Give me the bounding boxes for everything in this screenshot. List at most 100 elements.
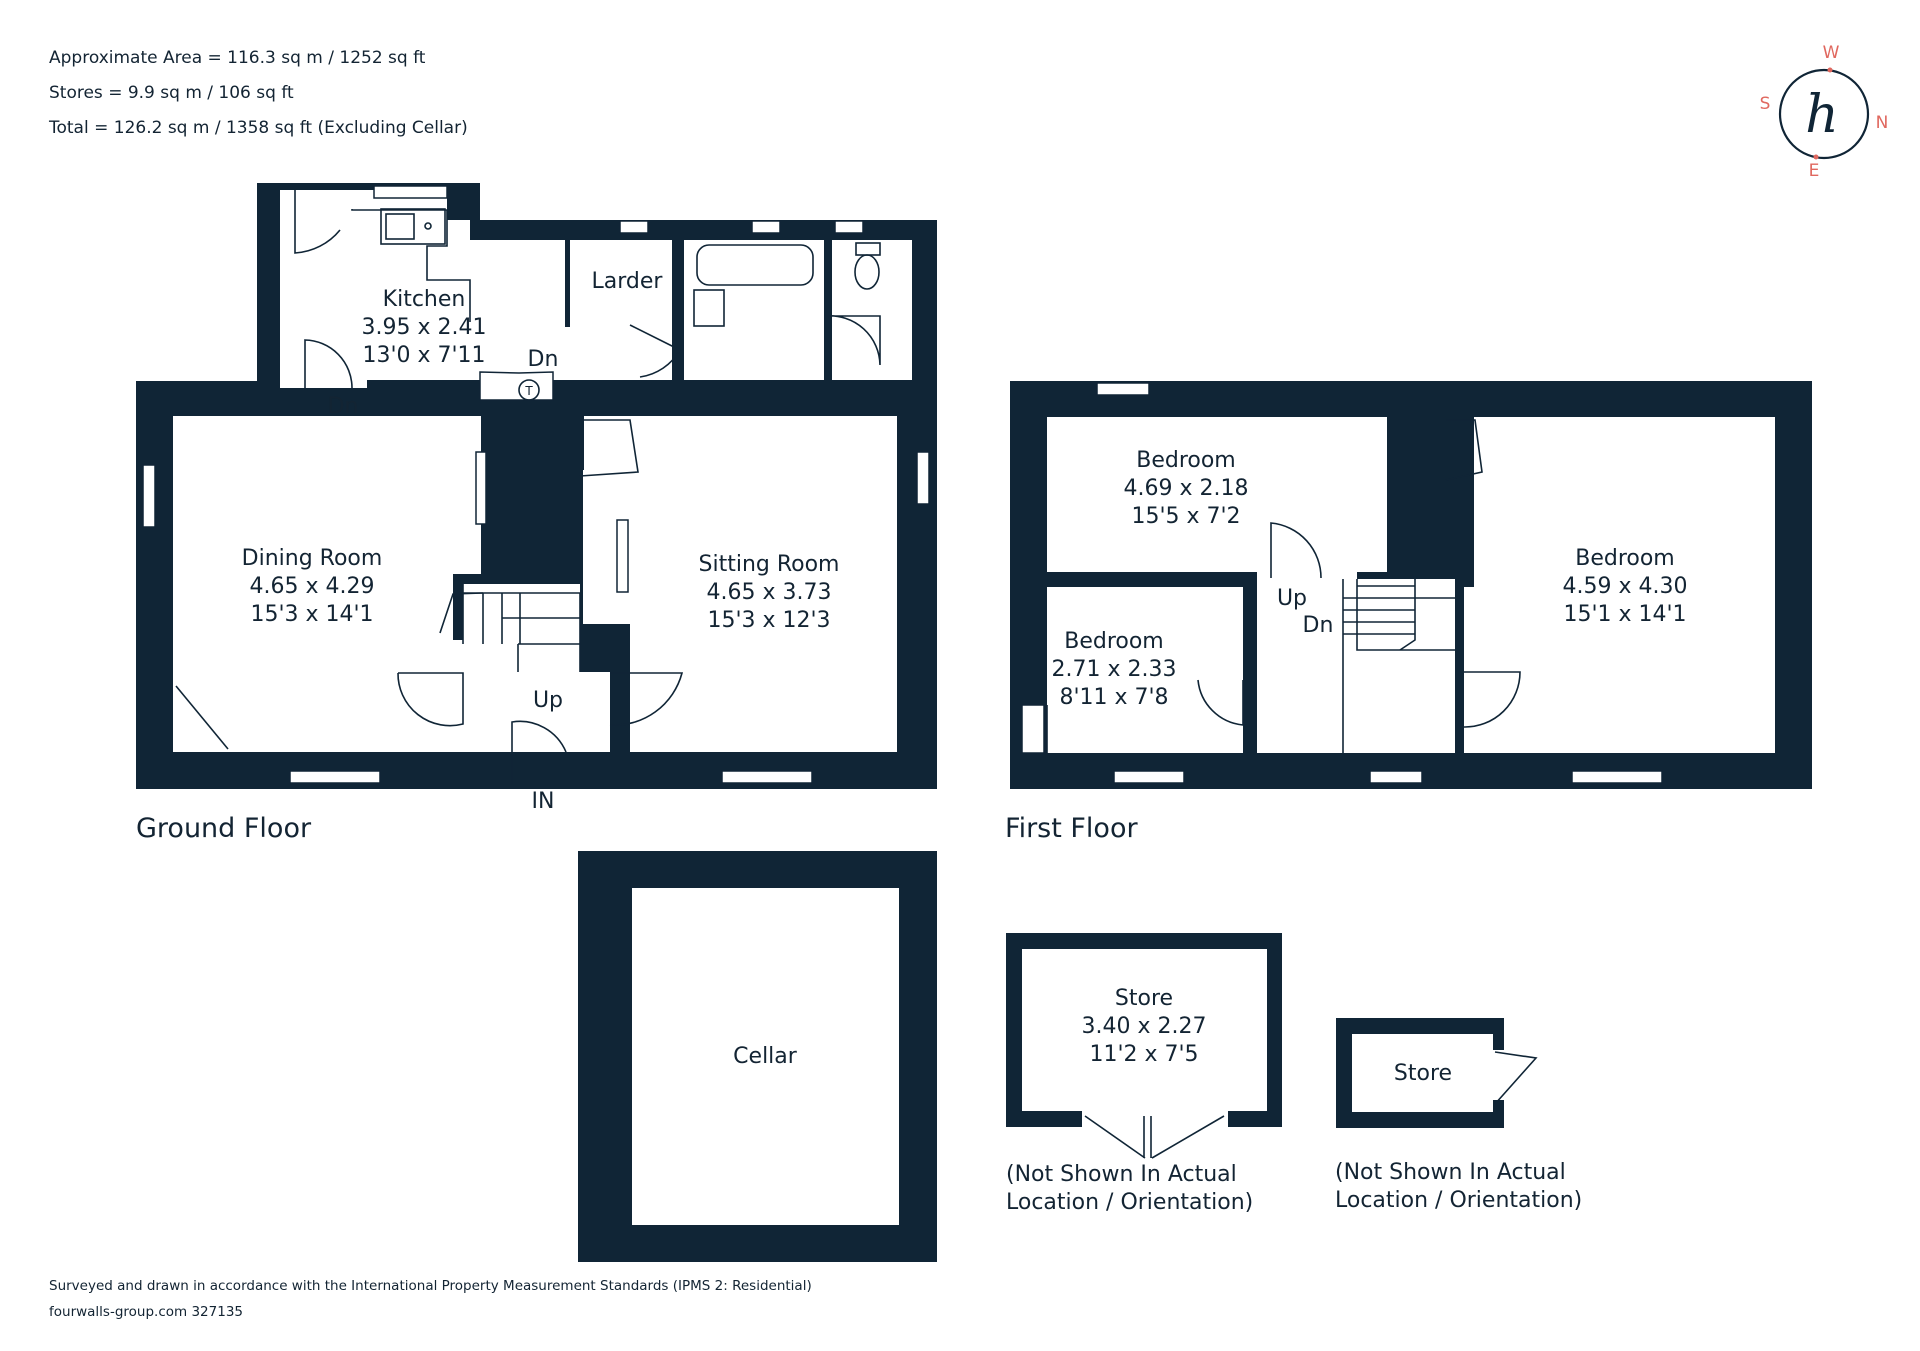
store-b-room (1352, 1034, 1493, 1112)
store-b-note-1: (Not Shown In Actual (1335, 1160, 1566, 1185)
larder-window (619, 220, 649, 234)
compass-ring (1778, 68, 1870, 160)
kitchen-room (280, 190, 576, 388)
bedroom-c-imperial: 15'1 x 14'1 (1563, 602, 1686, 627)
chimney-breast (481, 416, 578, 576)
compass-dot-bottom (1813, 154, 1819, 160)
store-a-plan: Store 3.40 x 2.27 11'2 x 7'5 (Not Shown … (1006, 933, 1282, 1215)
approximate-area-text: Approximate Area = 116.3 sq m / 1252 sq … (49, 48, 426, 68)
kitchen-metric: 3.95 x 2.41 (362, 315, 487, 340)
entrance-label: IN (532, 789, 555, 814)
store-b-door (1494, 1051, 1538, 1105)
ground-floor-plan: T Kitchen 3.95 x 2.41 13'0 x 7'11 (136, 183, 937, 844)
store-a-imperial: 11'2 x 7'5 (1089, 1042, 1198, 1067)
front-door-swing (511, 720, 567, 784)
first-dn-label: Dn (1303, 613, 1334, 638)
store-a-doorway (1082, 1110, 1228, 1130)
store-a-name: Store (1115, 986, 1173, 1011)
dining-metric: 4.65 x 4.29 (250, 574, 375, 599)
kitchen-worktop (351, 209, 471, 322)
sitting-metric: 4.65 x 3.73 (707, 580, 832, 605)
first-floor-title: First Floor (1005, 813, 1138, 844)
wc-room (832, 240, 912, 380)
compass-e: E (1809, 161, 1820, 181)
kitchen-imperial: 13'0 x 7'11 (362, 343, 485, 368)
dining-corner-door (175, 685, 229, 750)
bedroom-a-window (1096, 382, 1150, 396)
kitchen-window (373, 185, 448, 199)
compass-dot-top (1827, 67, 1833, 73)
bedroom-b-door (1197, 679, 1244, 726)
back-door-swing (294, 190, 341, 254)
footer-reference: fourwalls-group.com 327135 (49, 1304, 243, 1320)
bedroom-c-door (1463, 671, 1521, 728)
cellar-name: Cellar (733, 1044, 798, 1069)
store-a-room (1022, 949, 1267, 1111)
bedroom-b-cupboard (1021, 704, 1045, 754)
store-b-plan: Store (Not Shown In Actual Location / Or… (1335, 1018, 1582, 1213)
sink-drain (424, 222, 432, 230)
bedroom-a-metric: 4.69 x 2.18 (1124, 476, 1249, 501)
bath-window (751, 220, 781, 234)
ground-staircase (439, 584, 581, 672)
bedroom-c-room (1464, 417, 1775, 753)
dining-dn-label: Dn (328, 394, 359, 419)
bedroom-a-imperial: 15'5 x 7'2 (1131, 504, 1240, 529)
wc-window (834, 220, 864, 234)
larder-name: Larder (592, 269, 664, 294)
bedroom-c-name: Bedroom (1575, 546, 1675, 571)
compass-n: N (1876, 113, 1889, 133)
dining-room (173, 416, 481, 752)
sitting-front-window (721, 770, 813, 784)
sitting-side-window (916, 451, 930, 505)
bedroom-c-window (1571, 770, 1663, 784)
bedroom-a-name: Bedroom (1136, 448, 1236, 473)
sitting-room (578, 416, 897, 752)
hall-stair (463, 584, 610, 752)
bedroom-b-room (1047, 587, 1243, 753)
stores-area-text: Stores = 9.9 sq m / 106 sq ft (49, 83, 294, 103)
sitting-cupboard-door (579, 419, 639, 477)
bedroom-b-name: Bedroom (1064, 629, 1164, 654)
landing-room (1257, 511, 1455, 753)
footer-standard: Surveyed and drawn in accordance with th… (49, 1278, 812, 1294)
dining-fireplace-hearth (475, 451, 487, 525)
kitchen-name: Kitchen (383, 287, 466, 312)
store-b-note-2: Location / Orientation) (1335, 1188, 1582, 1213)
dining-imperial: 15'3 x 14'1 (250, 602, 373, 627)
sitting-fireplace-hearth (616, 519, 629, 593)
basin (693, 289, 725, 327)
bedroom-a-door (1270, 522, 1322, 579)
landing-window (1369, 770, 1423, 784)
bedroom-c-cupboard (1445, 419, 1483, 481)
cellar-room (632, 888, 899, 1225)
sitting-nib (578, 416, 584, 470)
store-b-doorway (1490, 1050, 1508, 1100)
bathtub (696, 244, 814, 286)
cellar-door-swing (304, 339, 353, 389)
dining-hall-door (397, 672, 464, 727)
sitting-hall-door (609, 672, 684, 726)
bedroom-b-window (1113, 770, 1185, 784)
compass-s: S (1760, 94, 1771, 114)
bedroom-b-imperial: 8'11 x 7'8 (1059, 685, 1168, 710)
larder-door-swing (629, 324, 682, 378)
store-a-metric: 3.40 x 2.27 (1082, 1014, 1207, 1039)
toilet-cistern (855, 242, 881, 256)
kitchen-dn-label: Dn (528, 347, 559, 372)
sitting-imperial: 15'3 x 12'3 (707, 608, 830, 633)
store-a-double-doors (1084, 1115, 1225, 1159)
bedroom-b-metric: 2.71 x 2.33 (1052, 657, 1177, 682)
first-up-label: Up (1277, 586, 1307, 611)
dining-name: Dining Room (242, 546, 383, 571)
first-staircase (1342, 579, 1455, 753)
ground-floor-title: Ground Floor (136, 813, 312, 844)
ground-up-label: Up (533, 688, 563, 713)
total-area-text: Total = 126.2 sq m / 1358 sq ft (Excludi… (48, 118, 468, 138)
store-a-note-2: Location / Orientation) (1006, 1190, 1253, 1215)
tank-label: T (524, 384, 533, 398)
bedroom-c-metric: 4.59 x 4.30 (1563, 574, 1688, 599)
first-floor-plan: Bedroom 4.69 x 2.18 15'5 x 7'2 Bedroom 2… (1005, 381, 1812, 844)
bathroom-room (684, 240, 824, 380)
larder-room (570, 240, 672, 380)
